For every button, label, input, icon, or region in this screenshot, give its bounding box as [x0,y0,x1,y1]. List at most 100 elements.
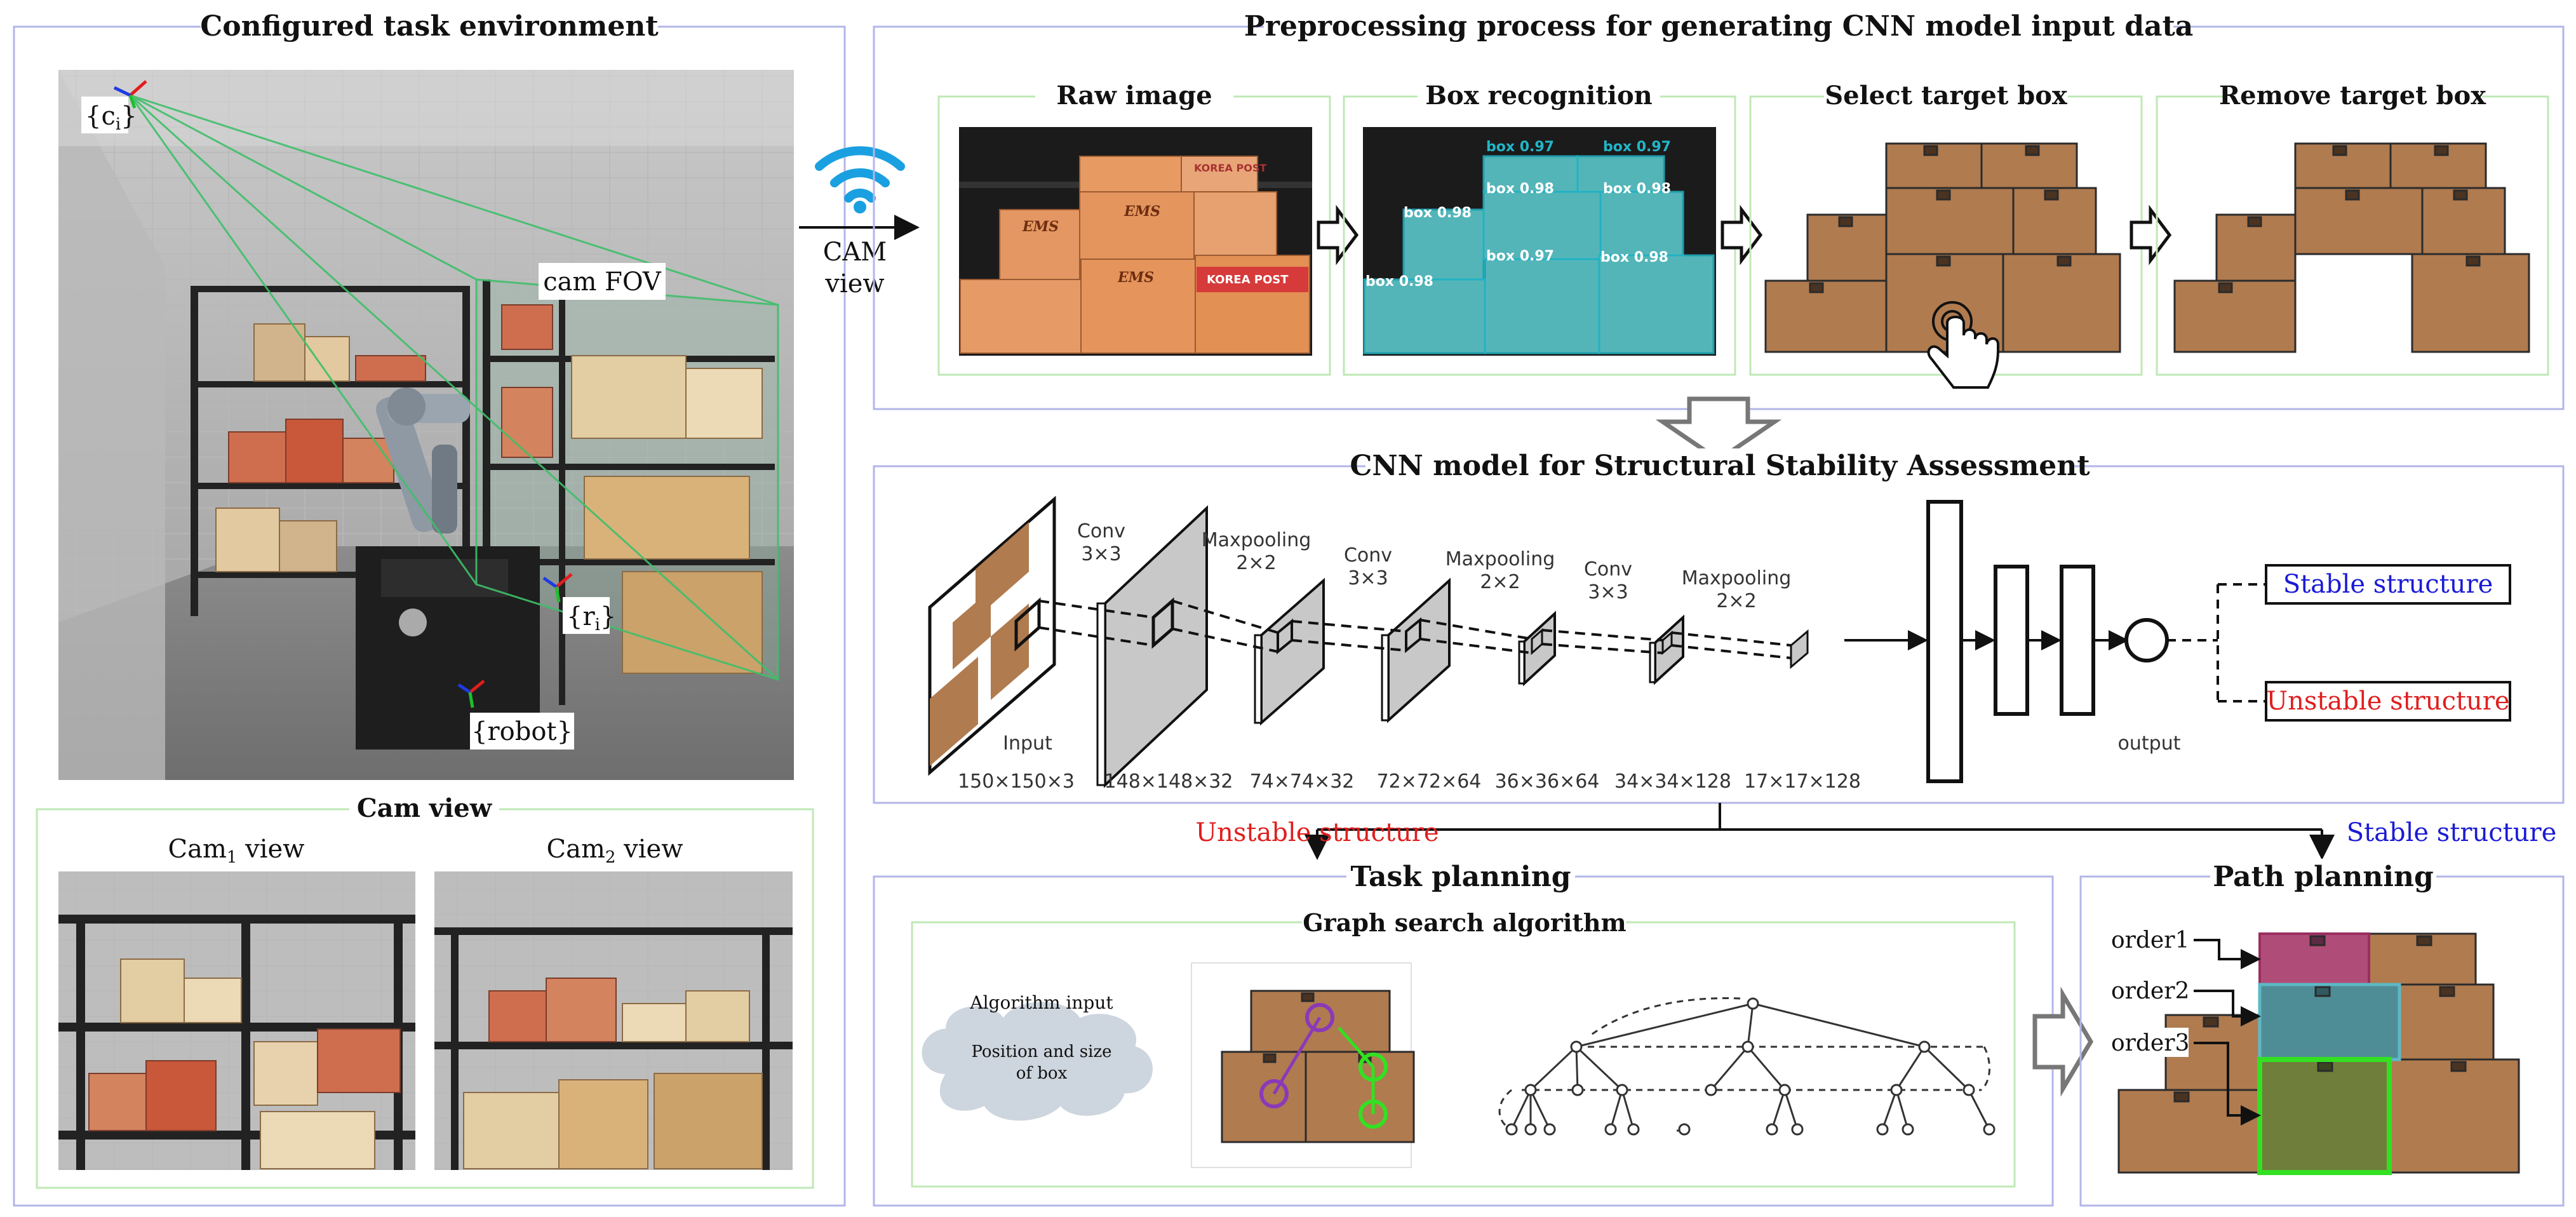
cnn-layer-label-conv1-a: Conv [1077,520,1125,542]
fc-layer-3 [2060,565,2095,716]
order1-label: order1 [2111,927,2189,953]
wifi-icon [815,146,905,203]
package-label-5: KOREA POST [1194,162,1266,174]
box-recognition-photo: box 0.97 box 0.97 box 0.98 box 0.98 box … [1363,127,1716,356]
environment-title-bg [201,9,658,44]
step-raw-image: Raw image EMS EMS EMS KOREA POST KOREA P… [937,80,1331,376]
order2-label: order2 [2111,978,2189,1004]
step-raw-image-title: Raw image [1056,81,1212,111]
cnn-input-image [928,495,1056,776]
step-remove-target: Remove target box [2156,80,2549,376]
path-planning-panel: Path planning order1 o [2079,859,2565,1207]
search-tree-nodes [1505,997,1996,1136]
cnn-layer-label-conv2-b: 3×3 [1348,567,1388,589]
step-arrow-3 [2130,205,2172,266]
order-label-backgrounds [2105,925,2189,1057]
preprocessing-panel: Preprocessing process for generating CNN… [873,9,2565,410]
algorithm-input-line1: Position and size [971,1042,1111,1061]
cnn-layer-pool1 [1254,577,1325,726]
cnn-title: CNN model for Structural Stability Asses… [1350,450,2090,482]
cam-link-label-line1: CAM [823,238,887,267]
cnn-layer-conv3 [1649,614,1684,685]
step-arrow-1 [1317,205,1359,266]
cam-link: CAM view [799,146,920,299]
path-title-bg [2210,859,2436,894]
cam-fov-label-bg [539,263,666,300]
package-label-3: EMS [1117,269,1154,286]
step-remove-target-title: Remove target box [2219,81,2486,111]
cam1-view-label: Cam1 view [168,835,305,867]
pointer-hand-icon [1927,301,1999,389]
step-select-target: Select target box [1749,80,2143,389]
detection-label-7: box 0.98 [1365,274,1433,290]
wifi-dot [854,201,866,213]
algorithm-input-title: Algorithm input [969,992,1113,1013]
cnn-dims-input: 150×150×3 [958,770,1075,793]
package-label-2: EMS [1022,219,1059,235]
graph-search-title: Graph search algorithm [1303,908,1627,937]
cnn-title-bg [1365,448,2074,484]
unstable-output-label: Unstable structure [2266,687,2509,716]
cnn-dims-conv3: 34×34×128 [1614,770,1731,793]
camera-frame-axes [113,80,147,109]
preprocessing-title-bg [1264,9,2173,44]
environment-title: Configured task environment [200,10,659,43]
cnn-layer-pool2 [1518,610,1556,687]
remove-target-boxes [2173,142,2530,353]
cnn-layer-pool3 [1790,629,1809,669]
output-branch-lines [2167,583,2266,703]
robot-frame-label-bg [470,713,574,750]
cnn-dims-pool3: 17×17×128 [1744,770,1861,793]
step-select-target-title: Select target box [1825,81,2068,111]
step-box-recognition-title: Box recognition [1425,81,1653,111]
output-node [2124,618,2169,662]
output-label: output [2118,732,2181,755]
cnn-dims-pool1: 74×74×32 [1250,770,1355,793]
robot-base-frame-axes [542,573,573,603]
path-boxes [2117,932,2520,1174]
robot-frame-axes [457,680,485,708]
detection-label-3: box 0.98 [1404,205,1472,221]
task-title: Task planning [1350,861,1571,893]
cnn-layer-label-conv2-a: Conv [1344,544,1392,567]
detection-label-1: box 0.97 [1486,139,1554,155]
branch-stable-label: Stable structure [2347,818,2557,847]
cnn-dims-pool2: 36×36×64 [1495,770,1600,793]
graph-search-title-bg [1302,907,1626,939]
cam-view-title: Cam view [357,793,493,823]
package-label-4: KOREA POST [1207,273,1289,286]
stable-output-label: Stable structure [2283,570,2493,599]
task-title-bg [1346,859,1575,894]
cnn-layer-label-conv3-b: 3×3 [1588,581,1628,603]
path-title: Path planning [2213,861,2434,893]
camera-fov-lines [129,94,779,682]
box-graph-illustration [1191,962,1415,1168]
search-tree [1498,997,1991,1132]
cnn-layer-label-conv3-a: Conv [1584,558,1632,581]
fc-layer-1 [1926,500,1963,783]
cnn-panel: CNN model for Structural Stability Asses… [873,448,2565,804]
detection-label-8: box 0.98 [1600,250,1668,266]
robot-arm [356,387,540,750]
cam-link-label-line2: view [824,269,884,299]
step-box-recognition: Box recognition box 0.97 box 0.97 box 0.… [1343,80,1736,376]
stable-output-box [2265,564,2511,605]
robot-base-frame-label: {ri} [567,602,616,635]
step-arrow-2 [1721,205,1763,266]
cnn-layer-label-pool1-a: Maxpooling [1202,529,1311,551]
back-shelf [191,286,470,616]
preprocessing-title: Preprocessing process for generating CNN… [1244,10,2194,43]
cnn-dims-conv1: 148×148×32 [1104,770,1233,793]
robot-base-frame-label-bg [563,597,610,634]
detection-label-5: box 0.98 [1603,181,1671,197]
select-target-boxes [1764,142,2121,353]
algorithm-input-line2: of box [1016,1064,1068,1083]
down-arrow-to-cnn [1655,396,1782,463]
robot-frame-label: {robot} [471,717,573,746]
cnn-layer-label-pool3-b: 2×2 [1716,590,1756,612]
detection-label-4: box 0.98 [1486,181,1554,197]
cam1-photo [58,871,415,1170]
order3-label: order3 [2111,1030,2189,1056]
branch-connectors: Unstable structure Stable structure [1195,803,2557,860]
